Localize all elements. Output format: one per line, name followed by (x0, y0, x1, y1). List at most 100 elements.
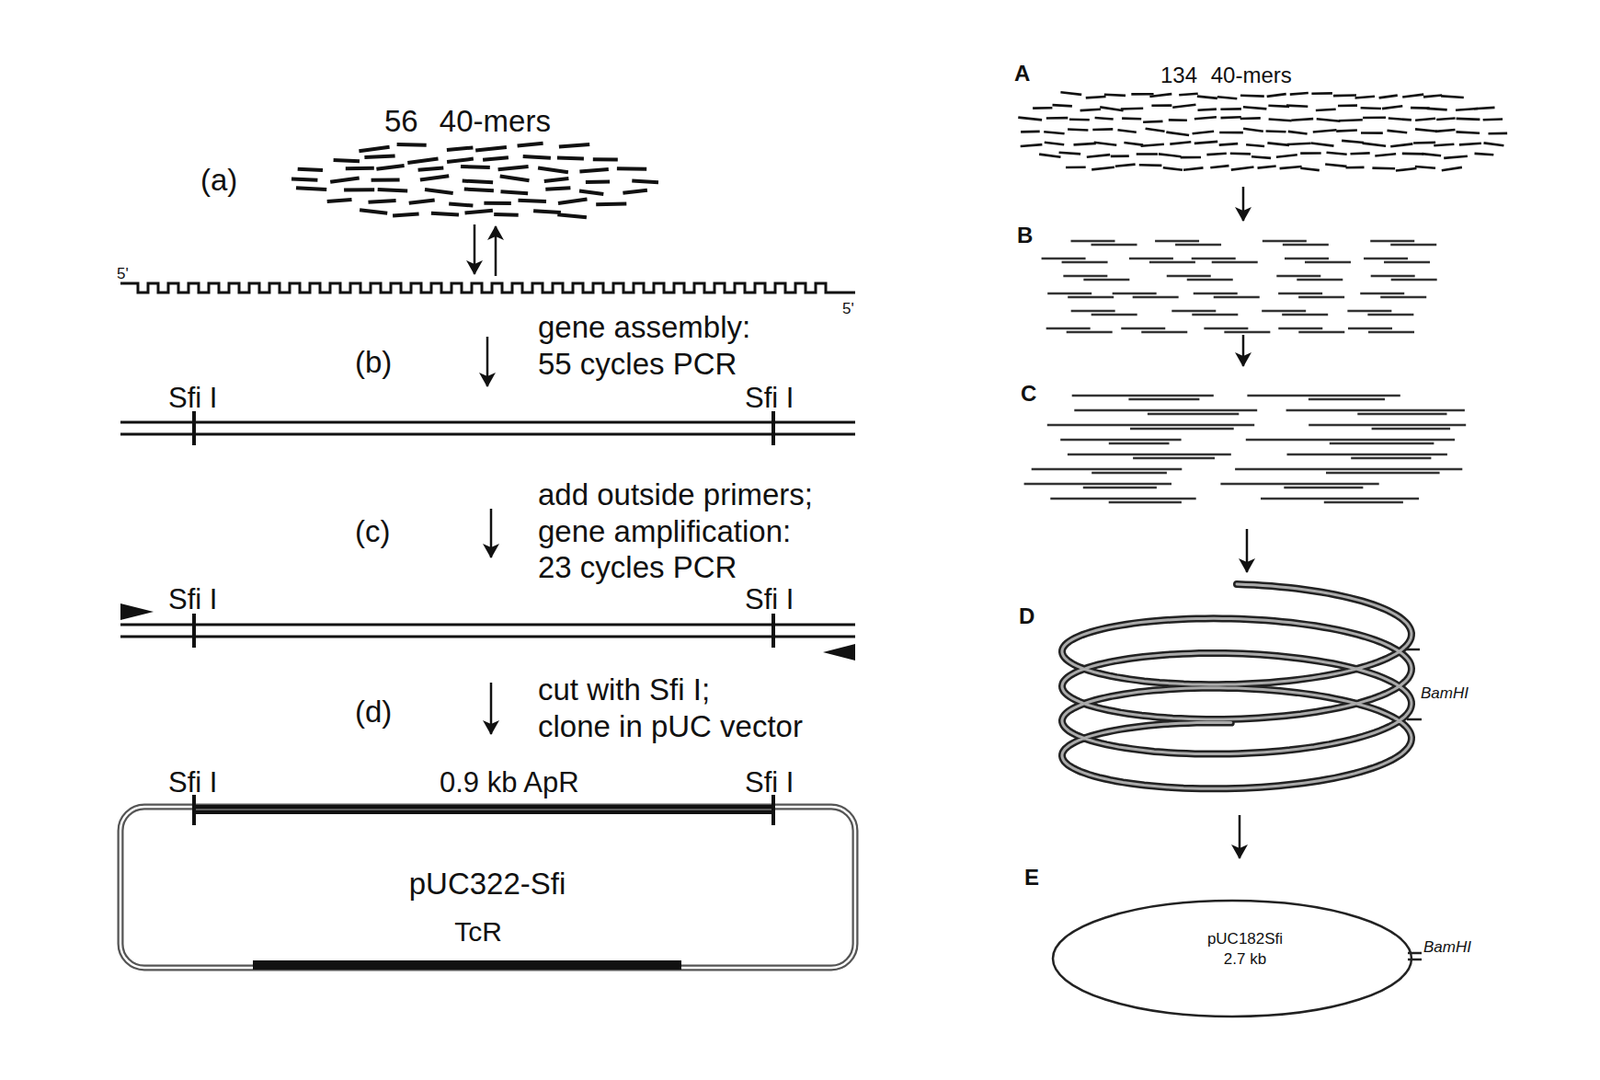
oligo-dash (1168, 118, 1188, 122)
oligo-dash (464, 189, 494, 192)
oligo-dash (1483, 117, 1503, 121)
oligo-dash (1163, 167, 1183, 170)
oligo-dash (1243, 128, 1264, 132)
step-arrow (486, 336, 490, 387)
oligo-dash (1288, 131, 1308, 135)
oligo-dash (1194, 116, 1217, 119)
oligo-dash (1151, 103, 1172, 107)
oligo-dash (446, 159, 474, 162)
extended-strand (1091, 471, 1167, 475)
oligo-dash (1158, 153, 1182, 157)
duplex-strand (1046, 327, 1091, 331)
oligo-dash (1099, 106, 1123, 111)
oligo-dash (537, 167, 569, 172)
oligo-dash (1338, 119, 1363, 121)
tc-gene-bar (252, 960, 682, 970)
oligo-dash (330, 178, 360, 183)
oligo-dash (1020, 144, 1043, 147)
oligo-dash (1065, 166, 1086, 170)
duplex-strand (1298, 296, 1345, 299)
oligo-dash (291, 179, 318, 181)
oligo-dash (622, 190, 648, 194)
extended-strand (1060, 438, 1181, 442)
site-label: Sfi I (744, 380, 794, 415)
oligo-dash (1067, 129, 1088, 131)
oligo-dash (1194, 141, 1218, 144)
step-letter: (d) (354, 693, 392, 731)
site-label: Sfi I (744, 582, 794, 617)
oligo-dash (1443, 156, 1468, 159)
oligo-dash (518, 200, 548, 202)
step-letter: (c) (354, 513, 390, 550)
oligo-dash (517, 143, 544, 147)
oligo-dash (1210, 165, 1229, 168)
duplex-strand (1132, 296, 1179, 299)
oligo-dash (1180, 156, 1201, 160)
oligo-dash (1316, 118, 1341, 121)
oligo-dash (446, 147, 474, 150)
extended-strand (1245, 438, 1455, 442)
duplex-strand (1262, 240, 1307, 243)
oligo-dash (371, 177, 400, 182)
oligo-dash (1052, 104, 1073, 106)
oligo-dash (1136, 152, 1158, 156)
oligo-dash (420, 175, 449, 180)
extended-strand (1108, 442, 1170, 446)
dna-helix (1062, 583, 1412, 789)
oligo-dash (1206, 153, 1226, 155)
oligo-dash (1313, 129, 1338, 132)
step-arrow (1242, 334, 1246, 366)
duplex-strand (1067, 296, 1114, 299)
oligo-dash (1267, 142, 1290, 146)
oligo-dash (558, 199, 588, 205)
sfi-site-tick (771, 794, 776, 825)
oligo-dash (617, 166, 647, 172)
oligo-dash (1315, 109, 1337, 111)
oligo-dash (333, 160, 360, 161)
oligo-dash (1131, 92, 1154, 96)
oligo-clouds (291, 91, 1508, 789)
extended-strand (1147, 412, 1239, 416)
step-arrow (1242, 186, 1246, 221)
extended-strand (1234, 468, 1463, 471)
panel-letter: C (1020, 380, 1037, 408)
oligo-dash (397, 142, 427, 148)
assembled-gene (120, 411, 856, 446)
duplex-strand (1390, 243, 1437, 247)
site-label: Sfi I (168, 582, 218, 617)
oligo-dash (1395, 168, 1418, 172)
oligo-count: 56 40-mers (384, 102, 551, 140)
step-arrow (490, 682, 493, 734)
oligo-dash (462, 181, 493, 183)
sfi-site-tick (192, 794, 196, 825)
oligo-dash (1230, 152, 1251, 156)
oligo-dash (1074, 143, 1097, 146)
oligo-dash (1060, 91, 1082, 95)
plasmid-size: 2.7 kb (1223, 949, 1267, 969)
oligo-dash (1044, 142, 1064, 146)
extended-strand (1024, 482, 1172, 486)
oligo-dash (1267, 93, 1287, 97)
bamhi-marks (1405, 649, 1422, 720)
extended-strand (1083, 486, 1157, 490)
oligo-dash (1172, 104, 1196, 108)
duplex-strand (1371, 274, 1416, 278)
oligo-dash (1094, 142, 1118, 146)
duplex-strand (1187, 278, 1234, 282)
vector-outline-inner (120, 806, 856, 968)
oligo-dash (1043, 131, 1064, 134)
oligo-dash (1192, 131, 1215, 134)
oligo-dash (579, 169, 608, 172)
oligo-dash (593, 157, 618, 161)
vector-outline (120, 806, 856, 968)
step-caption: add outside primers; gene amplification:… (537, 476, 819, 586)
duplex-strand (1171, 309, 1216, 313)
duplex-strand (1047, 292, 1092, 296)
duplex-strand (1166, 274, 1212, 278)
step-arrow (1238, 814, 1242, 858)
dna-helix-core (1062, 583, 1412, 789)
sfi-site-tick (771, 411, 776, 446)
oligo-dash (345, 166, 375, 171)
extended-strand (1108, 501, 1182, 504)
